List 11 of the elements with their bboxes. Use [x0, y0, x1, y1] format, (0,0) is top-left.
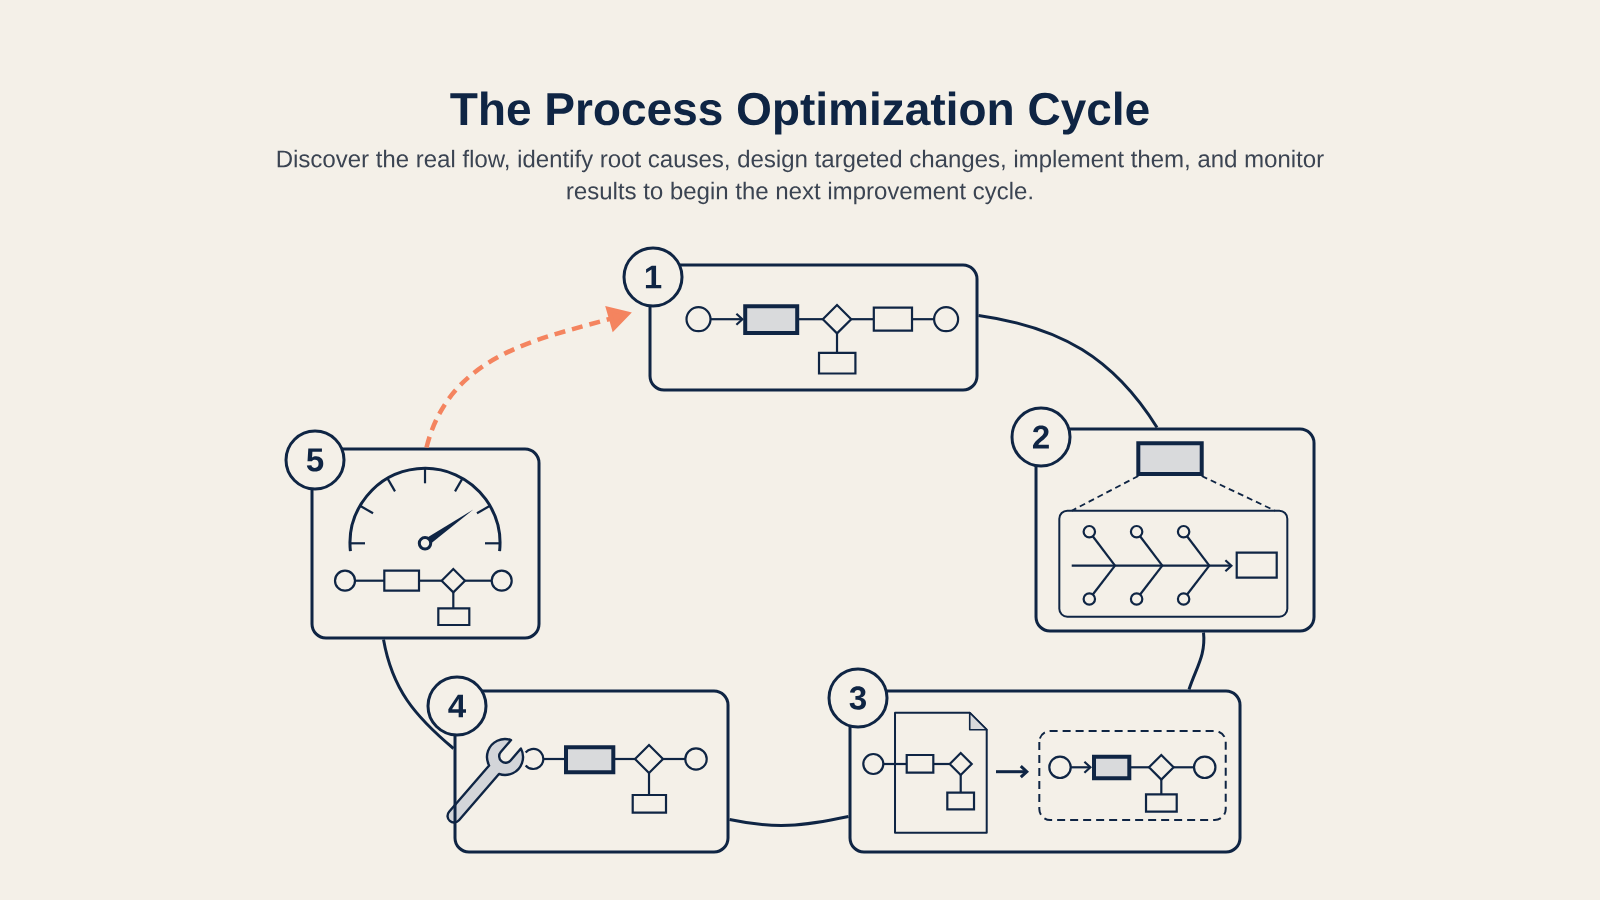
connector-line	[729, 815, 849, 827]
number-badge: 3	[827, 667, 889, 729]
connector-line	[382, 639, 455, 750]
number-badge: 1	[622, 246, 684, 308]
title: The Process Optimization Cycle	[450, 91, 1149, 135]
connector-line	[1187, 632, 1206, 690]
subtitle: Discover the real flow, identify root causes, design targeted changes, implement them, and monitor results to begin the next improvement cycle.	[277, 149, 1324, 205]
number-badge: 5	[284, 429, 346, 491]
number-badge: 2	[1010, 406, 1072, 468]
number-badge: 4	[426, 675, 488, 737]
connector-line	[978, 314, 1159, 429]
